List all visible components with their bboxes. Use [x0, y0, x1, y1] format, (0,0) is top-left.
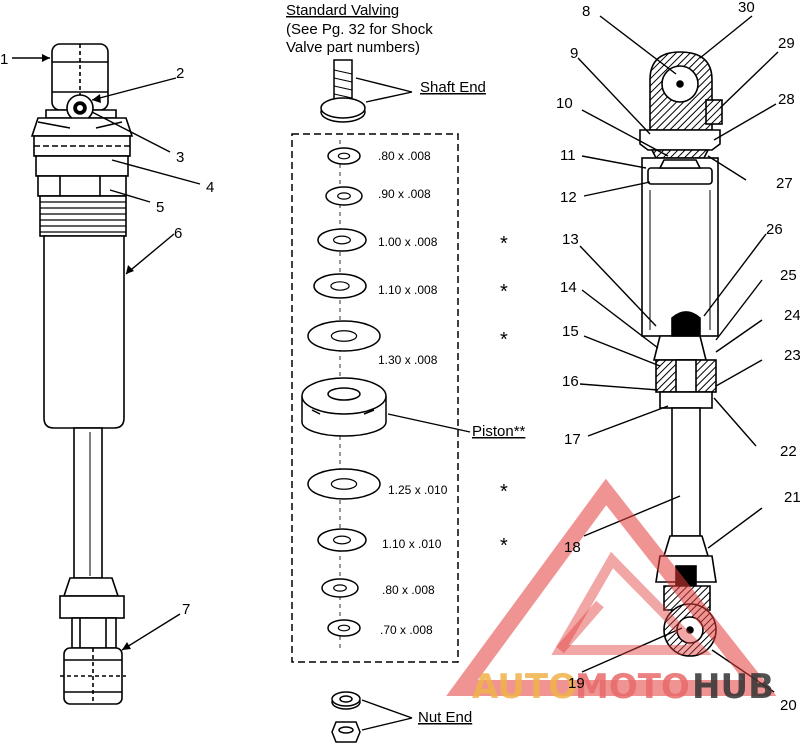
nut-end-label: Nut End	[418, 709, 472, 726]
callout-30: 30	[738, 0, 755, 16]
watermark-hub: HUB	[692, 667, 774, 707]
callout-24: 24	[784, 307, 800, 324]
callout-10: 10	[556, 95, 573, 112]
watermark-auto: AUTO	[472, 667, 577, 707]
shim-washer	[313, 273, 367, 299]
callout-1: 1	[0, 51, 8, 68]
adjustable-shim-star: *	[500, 233, 508, 255]
shim-size-label: 1.00 x .008	[378, 235, 438, 249]
shim-washer	[317, 528, 367, 552]
callout-26: 26	[766, 221, 783, 238]
callout-13: 13	[562, 231, 579, 248]
shaft-end-label: Shaft End	[420, 79, 486, 96]
adjustable-shim-star: *	[500, 535, 508, 557]
callout-25: 25	[780, 267, 797, 284]
shim-size-label: 1.10 x .008	[378, 283, 438, 297]
callout-12: 12	[560, 189, 577, 206]
callout-4: 4	[206, 179, 214, 196]
callout-29: 29	[778, 35, 795, 52]
callout-17: 17	[564, 431, 581, 448]
callout-2: 2	[176, 65, 184, 82]
callout-11: 11	[560, 147, 576, 164]
shim-washer	[317, 228, 367, 252]
shim-washer	[321, 578, 359, 598]
cutaway-shock	[639, 51, 723, 657]
callout-20: 20	[780, 697, 797, 714]
callout-6: 6	[174, 225, 182, 242]
callout-14: 14	[560, 279, 577, 296]
header-text: Standard Valving (See Pg. 32 for Shock V…	[286, 2, 433, 56]
adjustable-shim-star: *	[500, 481, 508, 503]
callout-28: 28	[778, 91, 795, 108]
header-line-2: (See Pg. 32 for Shock	[286, 21, 433, 38]
shim-size-label: 1.10 x .010	[382, 537, 442, 551]
callout-23: 23	[784, 347, 800, 364]
header-line-1: Standard Valving	[286, 2, 399, 19]
callout-8: 8	[582, 3, 590, 20]
valving-stack	[291, 59, 459, 743]
piston-label: Piston**	[472, 423, 526, 440]
callout-22: 22	[780, 443, 797, 460]
shim-size-label: .80 x .008	[382, 583, 435, 597]
shim-size-label: 1.25 x .010	[388, 483, 448, 497]
callout-7: 7	[182, 601, 190, 618]
shim-washer	[325, 186, 363, 206]
shim-washer	[327, 619, 361, 637]
assembled-shock	[30, 43, 134, 705]
watermark-moto: MOTO	[575, 667, 690, 707]
middle-leaders	[355, 77, 471, 731]
adjustable-shim-star: *	[500, 329, 508, 351]
callout-3: 3	[176, 149, 184, 166]
callout-5: 5	[156, 199, 164, 216]
callout-15: 15	[562, 323, 579, 340]
callout-9: 9	[570, 45, 578, 62]
shim-size-label: .90 x .008	[378, 187, 431, 201]
shim-washer	[327, 147, 361, 165]
callout-21: 21	[784, 489, 800, 506]
callout-18: 18	[564, 539, 581, 556]
shim-washer	[307, 468, 381, 500]
adjustable-shim-star: *	[500, 281, 508, 303]
shim-size-label: .80 x .008	[378, 149, 431, 163]
shim-washer	[307, 320, 381, 352]
header-line-3: Valve part numbers)	[286, 39, 420, 56]
left-leaders	[12, 57, 201, 651]
watermark-logo: AUTO MOTO HUB	[446, 478, 777, 707]
callout-16: 16	[562, 373, 579, 390]
valving-labels: .80 x .008 .90 x .008 1.00 x .008 * 1.10 x .…	[378, 149, 508, 637]
callout-19: 19	[568, 675, 585, 692]
shim-size-label: .70 x .008	[380, 623, 433, 637]
callout-numbers: 1234567891011121314151617181920212223242…	[0, 0, 800, 714]
callout-27: 27	[776, 175, 793, 192]
left-arrowheads	[42, 54, 134, 650]
shim-size-label: 1.30 x .008	[378, 353, 438, 367]
